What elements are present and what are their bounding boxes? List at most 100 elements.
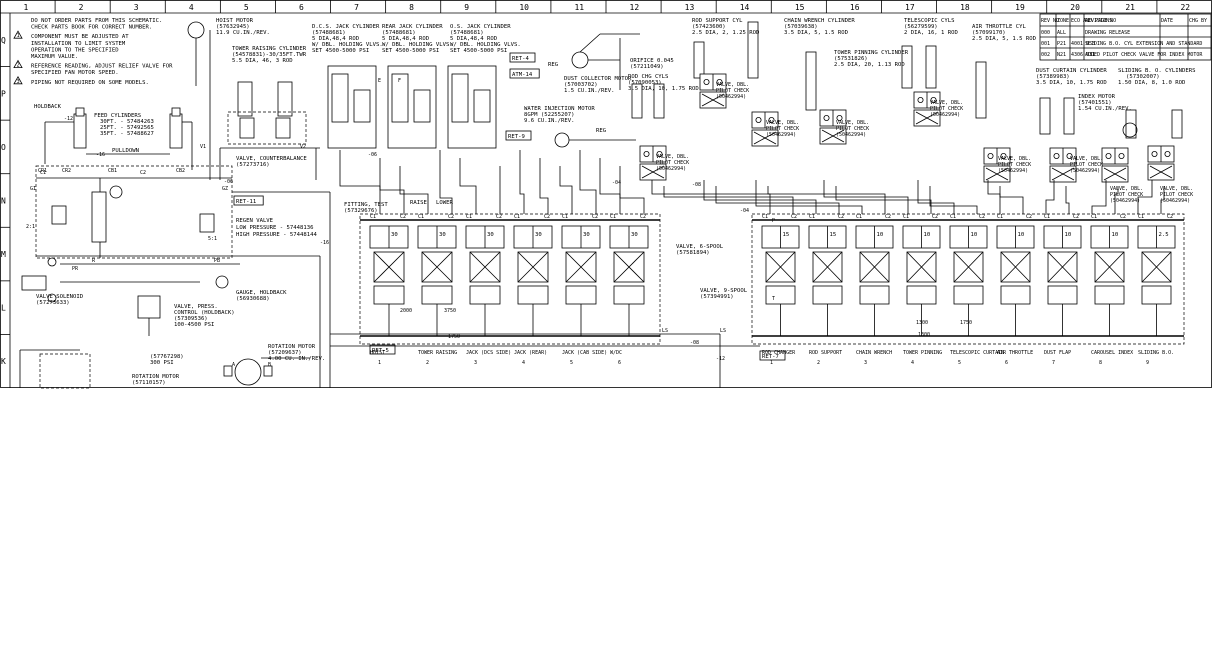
column-label: 14 [740, 3, 750, 12]
chain-wrench-pn-label: (57039638) [784, 24, 818, 30]
line-label: V1 [200, 144, 206, 150]
note-text: INSTALLATION TO LIMIT SYSTEM [31, 41, 126, 47]
spool-number: 4 [911, 360, 914, 366]
pilot-check-label: (50462994) [716, 94, 746, 100]
spool-number: 3 [864, 360, 867, 366]
spool-number: 1 [378, 360, 381, 366]
solenoid-pn-label: (57273633) [36, 300, 70, 306]
pilot-check-label: PILOT CHECK [656, 160, 689, 166]
rot-motor-label: ROTATION MOTOR [268, 344, 316, 350]
reference-tag [509, 52, 536, 63]
line-label: GZ [222, 186, 228, 192]
port-label: C1 [514, 214, 520, 220]
note-triangle-icon [13, 75, 23, 85]
line-label: -08 [692, 182, 701, 188]
spool-setting: 30 [487, 232, 494, 238]
line-label: PR [72, 266, 79, 272]
column-label: 13 [685, 3, 695, 12]
line-label: -06 [224, 179, 233, 185]
line-label: CR1 [38, 168, 47, 174]
regen-low-label: LOW PRESSURE - 57448136 [236, 225, 313, 231]
pilot-check-label: (50462994) [656, 166, 686, 172]
port-label: C1 [950, 214, 956, 220]
note-text: REFERENCE READING, ADJUST RELIEF VALVE F… [31, 64, 173, 70]
note-text: PIPING NOT REQUIRED ON SOME MODELS. [31, 80, 149, 86]
spool-number: 6 [1005, 360, 1008, 366]
air-throttle-pn-label: (57099170) [972, 30, 1006, 36]
revision-cell: 002 [1041, 52, 1050, 58]
spool-number: 3 [474, 360, 477, 366]
row-label: O [1, 143, 6, 152]
row-label: K [1, 357, 6, 366]
rot-motor-2-label: ROTATION MOTOR [132, 374, 180, 380]
spool-number: 5 [958, 360, 961, 366]
pilot-check-label: VALVE, DBL. [930, 100, 963, 106]
tower-raise-cyl-label: TOWER RAISING CYLINDER [232, 46, 307, 52]
feed-lines [330, 150, 1165, 388]
line-label: PB [214, 258, 220, 264]
regen-valve-label: REGEN VALVE [236, 218, 274, 224]
note-text: OPERATION TO THE SPECIFIED [31, 47, 119, 53]
line-label: E [378, 78, 381, 84]
relief-setting: 3750 [444, 308, 456, 314]
port-label: C1 [610, 214, 616, 220]
spool-number: 2 [817, 360, 820, 366]
revision-cell: 001 [1041, 41, 1050, 47]
pilot-check-label: PILOT CHECK [930, 106, 963, 112]
os-jack-vlv-label: W/ DBL. HOLDING VLVS. [450, 42, 521, 48]
pilot-check-label: PILOT CHECK [836, 126, 869, 132]
dust-motor-label: DUST COLLECTOR MOTOR [564, 76, 632, 82]
line-label: -04 [740, 208, 749, 214]
feed-line [619, 166, 645, 214]
row-label: P [1, 89, 6, 98]
fitting-test-label: FITTING, TEST [344, 202, 388, 208]
column-label: 7 [354, 3, 359, 12]
feed-line [459, 158, 477, 214]
relief-setting: 1750 [960, 320, 972, 326]
rod-support-label: ROD SUPPORT CYL [692, 18, 743, 24]
column-label: 18 [960, 3, 970, 12]
water-motor-disp-label: 9.6 CU.IN./REV. [524, 118, 575, 124]
column-label: 11 [574, 3, 584, 12]
revision-header: ECO AND PAGE NO [1071, 18, 1116, 24]
regen-high-label: HIGH PRESSURE - 57448144 [236, 232, 317, 238]
line-label: C1 [40, 170, 46, 176]
note-text: DO NOT ORDER PARTS FROM THIS SCHEMATIC. [31, 18, 162, 24]
revision-cell: SLIDING B.O. CYL EXTENSION AND STANDARD [1085, 41, 1202, 47]
pilot-check-label: PILOT CHECK [1070, 162, 1103, 168]
line-label: -06 [368, 152, 377, 158]
gauge-label: GAUGE, HOLDBACK [236, 290, 287, 296]
spool-setting: 30 [583, 232, 590, 238]
feed-line [835, 186, 932, 214]
tower-pin-label: TOWER PINNING CYLINDER [834, 50, 909, 56]
feed-cyl-25-label: 25FT. - 57492565 [100, 125, 154, 131]
feed-line [539, 158, 549, 214]
dcs-jack-set-label: SET 4500-5000 PSI [312, 48, 369, 54]
spool-setting: 15 [830, 232, 837, 238]
feed-line [929, 186, 978, 214]
note-triangle-icon [13, 59, 23, 68]
feed-line [399, 166, 429, 214]
revision-cell: DRAWING RELEASE [1085, 30, 1130, 36]
note-mark: 1 [17, 33, 20, 39]
feed-line [439, 150, 453, 214]
chain-wrench-dia-label: 3.5 DIA, 5, 1.5 ROD [784, 30, 849, 36]
column-label: 20 [1070, 3, 1080, 12]
sliding-bo-dia-label: 1.50 DIA, 8, 1.0 ROD [1118, 80, 1186, 86]
dust-motor-disp-label: 1.5 CU.IN./REV. [564, 88, 615, 94]
revision-cell: ADDED PILOT CHECK VALVE FOR INDEX MOTOR [1085, 52, 1203, 58]
note-text: COMPONENT MUST BE ADJUSTED AT [31, 34, 129, 40]
spool-setting: 10 [924, 232, 931, 238]
feed-line [599, 158, 621, 214]
pilot-check-valves [639, 73, 1175, 183]
spool-label: AIR THROTTLE [997, 350, 1033, 356]
relief-setting: 1300 [916, 320, 928, 326]
spool-setting: 10 [1018, 232, 1025, 238]
spool-label: TOWER RAISING [418, 350, 457, 356]
column-label: 15 [795, 3, 805, 12]
pulldown-label: PULLDOWN [112, 148, 139, 154]
